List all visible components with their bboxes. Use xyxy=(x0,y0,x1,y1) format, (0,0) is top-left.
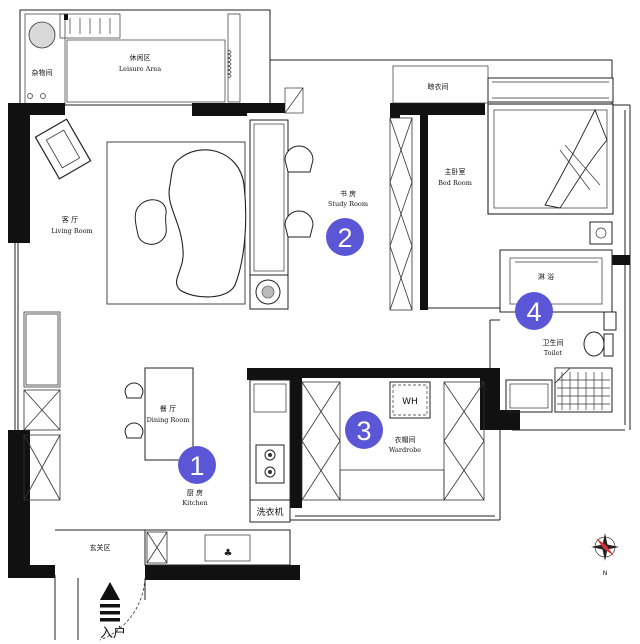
svg-text:♣: ♣ xyxy=(224,548,233,559)
entry-area xyxy=(54,529,146,641)
marker-1: 1 xyxy=(178,446,216,484)
wardrobe-label-en: Wardrobe xyxy=(389,446,421,454)
washing-machine-label: 洗衣机 xyxy=(256,506,283,518)
dining-table xyxy=(124,367,194,461)
marker-4-label: 4 xyxy=(526,297,541,327)
toilet-icon xyxy=(583,331,614,357)
sofa-icon xyxy=(106,141,247,305)
walls xyxy=(8,14,630,580)
marker-4: 4 xyxy=(515,292,553,330)
left-cabinets xyxy=(23,311,61,501)
study-shelves xyxy=(389,117,413,311)
entry-area-label: 玄关区 xyxy=(90,543,111,552)
toilet-label-cn: 卫生间 xyxy=(543,338,564,347)
dining-room-label-en: Dining Room xyxy=(147,416,190,424)
wardrobe-cabinets xyxy=(301,381,485,501)
armchair-icon xyxy=(34,118,92,180)
bed-icon xyxy=(487,77,614,245)
entrance-label: 入户 xyxy=(100,625,126,641)
marker-4-circle xyxy=(515,292,553,330)
kitchen-label-en: Kitchen xyxy=(182,499,207,507)
leisure-area-label-en: Leisure Area xyxy=(119,65,161,73)
shower-label: 淋 浴 xyxy=(538,272,554,281)
study-desk xyxy=(249,87,314,310)
leisure-area-label-cn: 休闲区 xyxy=(130,53,151,62)
marker-3-circle xyxy=(345,411,383,449)
bedroom-label-en: Bed Room xyxy=(438,179,472,187)
leisure-area xyxy=(27,13,241,103)
storage-room-label: 杂物间 xyxy=(32,68,53,77)
living-room-label-en: Living Room xyxy=(51,227,92,235)
storage-round-item xyxy=(28,21,56,49)
marker-1-circle xyxy=(178,446,216,484)
kitchen-label-cn: 厨 房 xyxy=(187,488,203,497)
entrance-arrow-icon xyxy=(100,582,120,622)
marker-3: 3 xyxy=(345,411,383,449)
study-room-label-cn: 书 房 xyxy=(340,189,356,198)
marker-2-label: 2 xyxy=(337,223,352,253)
stove-icon xyxy=(255,444,285,484)
water-heater-label: WH xyxy=(402,397,418,407)
marker-2-circle xyxy=(326,218,364,256)
marker-3-label: 3 xyxy=(356,416,371,446)
compass-icon xyxy=(591,533,619,561)
laundry-room-label: 晾衣间 xyxy=(428,82,449,91)
toilet-label-en: Toilet xyxy=(544,349,563,357)
compass-north-label: N xyxy=(603,570,608,577)
sink-icon xyxy=(505,311,617,413)
wardrobe-label-cn: 衣帽间 xyxy=(395,435,416,444)
living-room-label-cn: 客 厅 xyxy=(62,215,78,224)
bedroom-label-cn: 主卧室 xyxy=(445,167,466,176)
bathroom xyxy=(489,249,613,368)
shower-tile-area xyxy=(554,367,613,413)
dining-room-label-cn: 餐 厅 xyxy=(160,404,176,413)
marker-1-label: 1 xyxy=(189,451,204,481)
study-room-label-en: Study Room xyxy=(328,200,368,208)
marker-2: 2 xyxy=(326,218,364,256)
